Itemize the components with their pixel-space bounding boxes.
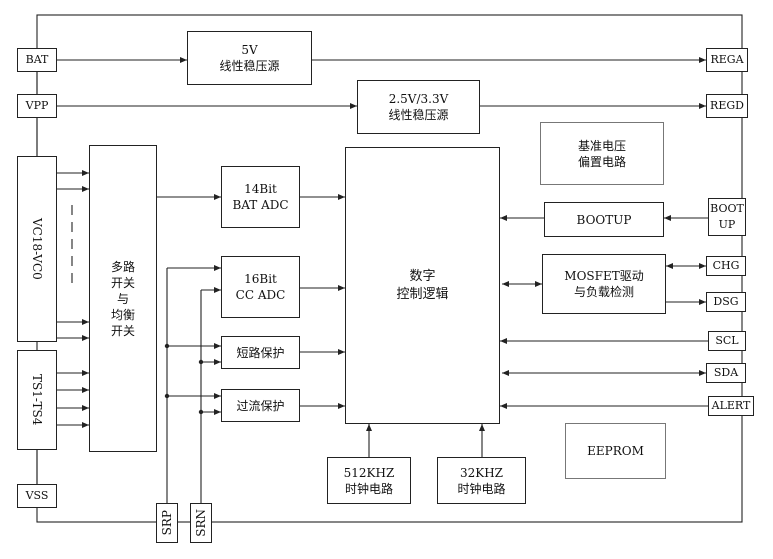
bias-reference-block: 基准电压 偏置电路: [540, 122, 664, 185]
adc-14bit-block: 14Bit BAT ADC: [221, 166, 300, 228]
short-protection-block: 短路保护: [221, 336, 300, 369]
pin-vc18-vc0: VC18-VC0: [17, 156, 57, 342]
ldo-5v-block: 5V 线性稳压源: [187, 31, 312, 85]
pin-chg: CHG: [706, 256, 746, 276]
pin-bat: BAT: [17, 48, 57, 72]
pin-vpp: VPP: [17, 94, 57, 118]
pin-scl: SCL: [708, 331, 746, 351]
eeprom-block: EEPROM: [565, 423, 666, 479]
pin-srp: SRP: [156, 503, 178, 543]
pin-dsg: DSG: [706, 292, 746, 312]
clock-512khz-block: 512KHZ 时钟电路: [327, 457, 411, 504]
bootup-block: BOOTUP: [544, 202, 664, 237]
pin-alert: ALERT: [708, 396, 754, 416]
clock-32khz-block: 32KHZ 时钟电路: [437, 457, 526, 504]
pin-rega: REGA: [706, 48, 748, 72]
ldo-3v3-block: 2.5V/3.3V 线性稳压源: [357, 80, 480, 134]
pin-vss: VSS: [17, 484, 57, 508]
pin-regd: REGD: [706, 94, 748, 118]
pin-bootup: BOOT UP: [708, 198, 746, 236]
pin-srn: SRN: [190, 503, 212, 543]
pin-ts1-ts4: TS1-TS4: [17, 350, 57, 450]
adc-16bit-block: 16Bit CC ADC: [221, 256, 300, 318]
mux-balance-switch-block: 多路 开关 与 均衡 开关: [89, 145, 157, 452]
overcurrent-protection-block: 过流保护: [221, 389, 300, 422]
mosfet-driver-block: MOSFET驱动 与负载检测: [542, 254, 666, 314]
digital-control-logic-block: 数字 控制逻辑: [345, 147, 500, 424]
pin-sda: SDA: [706, 363, 746, 383]
